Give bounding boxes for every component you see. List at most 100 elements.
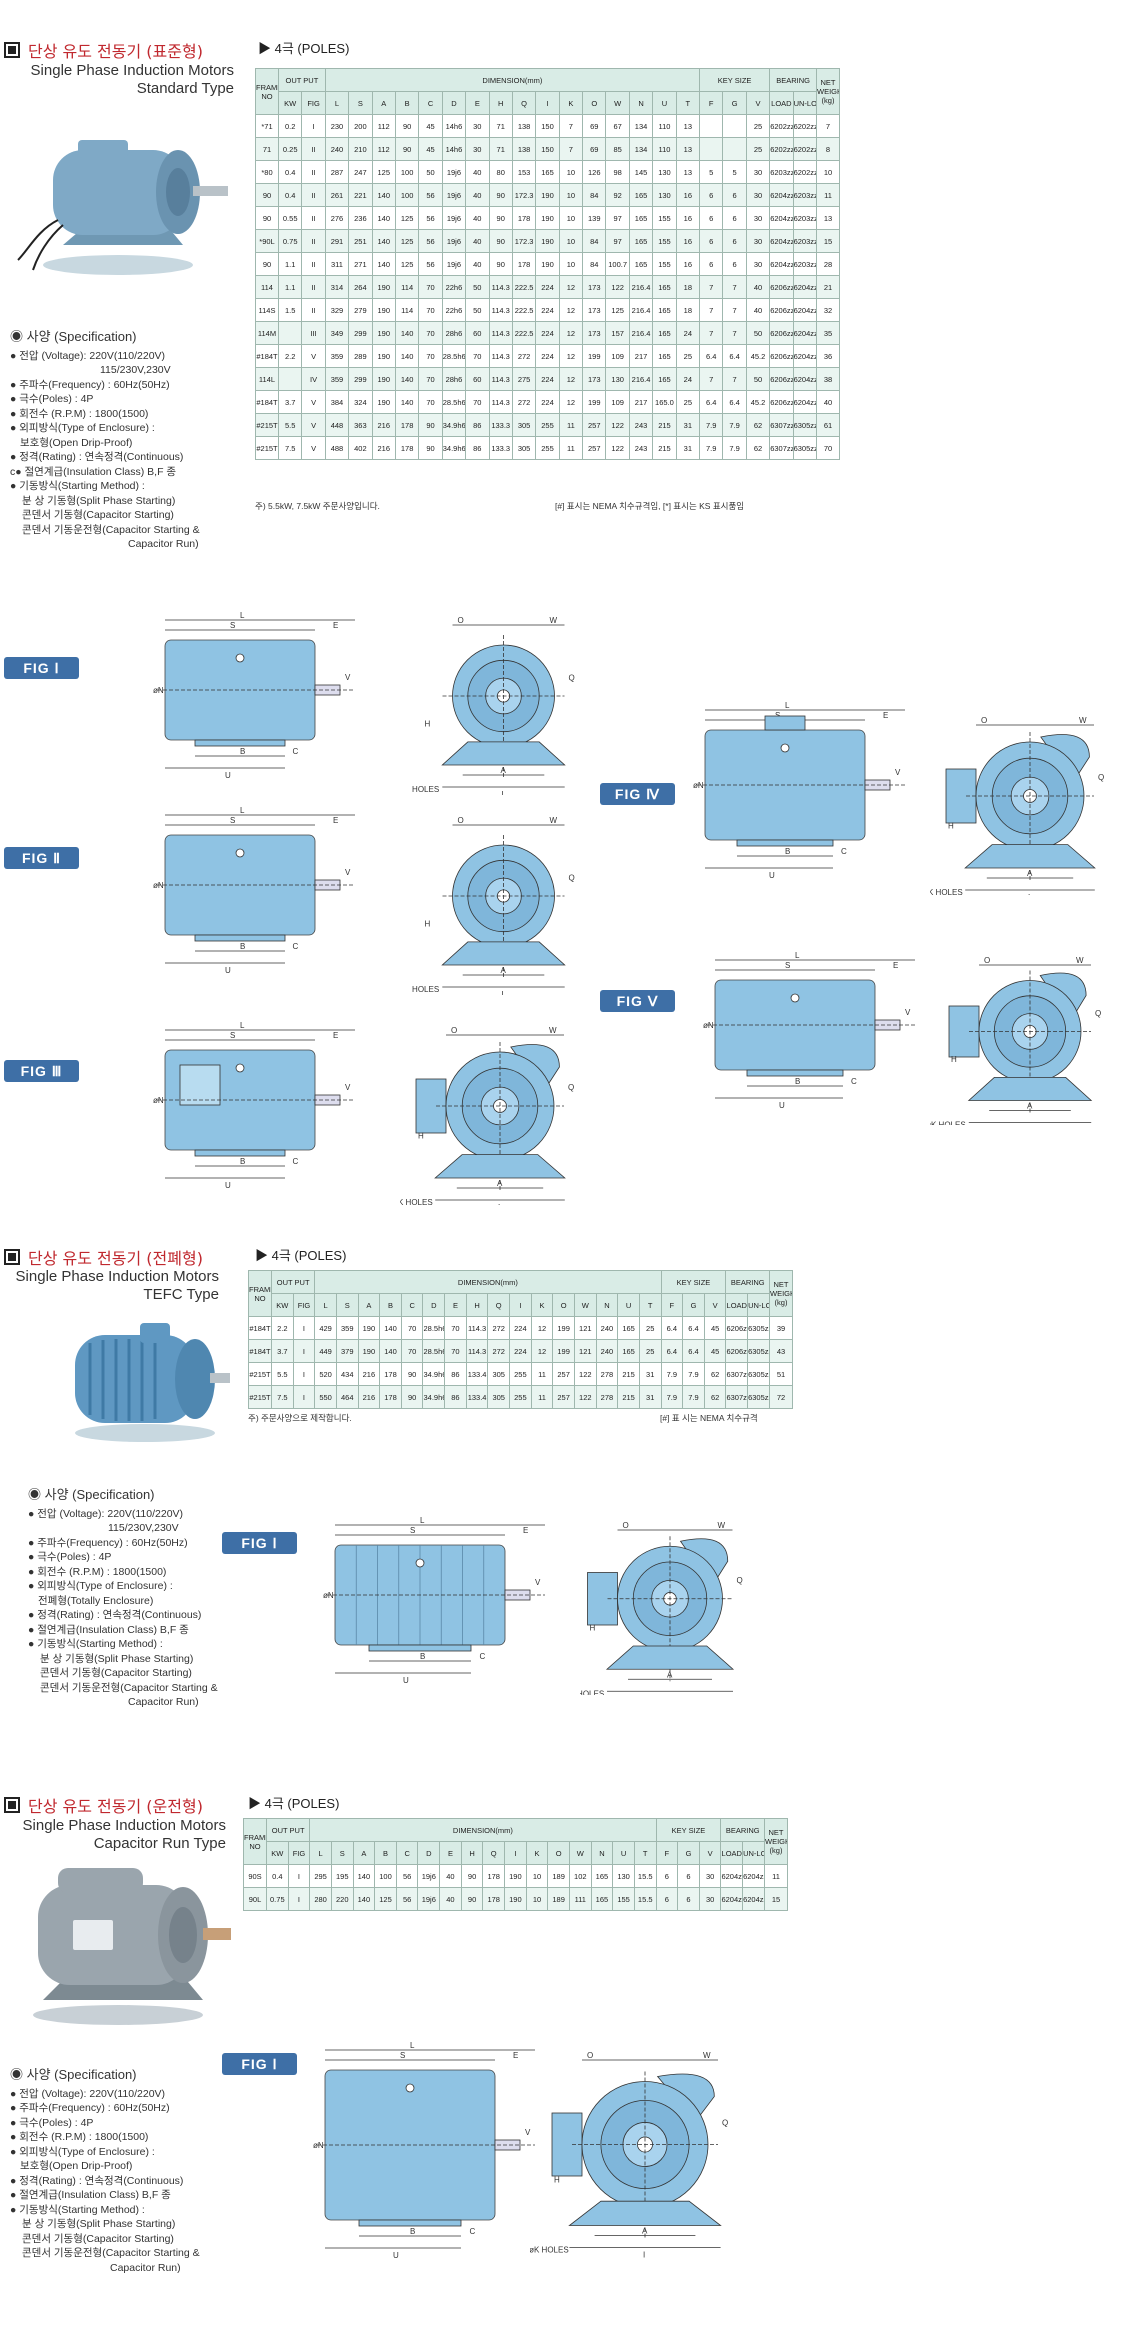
title-en-line1: Single Phase Induction Motors — [30, 62, 234, 79]
table-cell: 45 — [418, 137, 443, 161]
table-cell: 5 — [699, 160, 724, 184]
table-cell: 30 — [465, 137, 490, 161]
table-cell: V — [301, 390, 326, 414]
table-cell: 24 — [675, 321, 701, 345]
table-cell: 488 — [324, 436, 350, 460]
col-header-dim: U — [652, 91, 677, 115]
table-cell: 155 — [652, 229, 677, 253]
table-cell: 190 — [371, 298, 396, 322]
spec-line: 분 상 기동형(Split Phase Starting) — [22, 2218, 176, 2230]
table-cell: 14h6 — [441, 114, 467, 138]
dim-label: V — [525, 2128, 531, 2137]
table-cell: 217 — [628, 390, 654, 414]
table-cell: 110 — [652, 137, 677, 161]
drawing-front-fig3: OWAIHQ4-øK HOLES — [386, 1025, 600, 1212]
dim-label: V — [895, 768, 901, 777]
table-cell: 255 — [535, 413, 560, 437]
col-header-load: LOAD — [725, 1293, 749, 1317]
title-en-line2: Standard Type — [136, 80, 234, 97]
title-en-line2: TEFC Type — [143, 1286, 219, 1303]
table-cell: 138 — [511, 137, 537, 161]
col-header-kw: KW — [271, 1293, 294, 1317]
table-cell: 7 — [722, 367, 747, 391]
dim-label: U — [403, 1676, 409, 1685]
table-cell: 7 — [699, 321, 724, 345]
spec-line: 전폐형(Totally Enclosure) — [38, 1594, 154, 1607]
table-cell: 86 — [444, 1362, 467, 1386]
table-cell: 5.5 — [277, 413, 303, 437]
dim-label: L — [410, 2041, 415, 2050]
table-cell: 100 — [394, 183, 420, 207]
spec-line: ● 극수(Poles) : 4P — [10, 393, 94, 405]
col-header-frame: FRAME NO — [255, 68, 279, 115]
dim-label: Q — [1095, 1009, 1101, 1018]
table-cell: 114 — [394, 275, 420, 299]
table-cell: 30 — [745, 183, 771, 207]
table-cell: 28h6 — [441, 367, 467, 391]
table-cell: 172.3 — [511, 183, 537, 207]
table-cell: 28.5h6 — [441, 344, 467, 368]
dim-label: I — [498, 1203, 500, 1205]
table-cell: 15 — [764, 1887, 788, 1911]
dim-label: I — [502, 990, 504, 995]
table-cell: 6 — [655, 1887, 679, 1911]
dim-label: C — [470, 2227, 476, 2236]
table-cell: 305 — [487, 1385, 511, 1409]
table-cell: 90 — [400, 1385, 424, 1409]
dim-label: L — [420, 1516, 425, 1525]
table-cell: 86 — [444, 1385, 467, 1409]
table-cell: 69 — [582, 137, 607, 161]
table-cell: I — [301, 114, 326, 138]
table-cell: 6203zz — [792, 206, 818, 230]
table-cell: 130 — [652, 160, 677, 184]
dim-label: H — [951, 1055, 957, 1064]
table-cell: 216 — [371, 413, 396, 437]
dim-label: E — [893, 961, 898, 970]
dim-label: B — [420, 1652, 425, 1661]
table-cell: 271 — [348, 252, 373, 276]
dim-label: B — [240, 747, 245, 756]
table-cell: 200 — [348, 114, 373, 138]
dim-label: A — [497, 1179, 503, 1188]
table-cell: 224 — [509, 1339, 532, 1363]
table-cell: 6 — [699, 252, 724, 276]
table-cell: 114.3 — [488, 275, 513, 299]
table-cell: 173 — [582, 321, 607, 345]
table-cell: 178 — [482, 1864, 506, 1888]
table-cell: 449 — [314, 1339, 337, 1363]
col-header-weight: NET WEIGHT (kg) — [764, 1818, 788, 1865]
dim-label: B — [785, 847, 790, 856]
dim-label: C — [841, 847, 847, 856]
spec-line: 콘덴서 기동형(Capacitor Starting) — [22, 2232, 174, 2245]
table-cell: 6305zz — [792, 413, 818, 437]
table-cell: 0.25 — [277, 137, 303, 161]
dim-label: Q — [569, 874, 575, 883]
spec-line: ● 절연계급(Insulation Class) B,F 종 — [28, 1623, 189, 1636]
table-cell: 199 — [552, 1339, 575, 1363]
table-cell: 190 — [357, 1339, 381, 1363]
table-cell: 43 — [769, 1339, 793, 1363]
dim-label: C — [293, 747, 299, 756]
table-cell: 125 — [374, 1887, 397, 1911]
table-cell: 12 — [558, 298, 584, 322]
table-cell: 12 — [530, 1316, 554, 1340]
table-cell: 257 — [582, 413, 607, 437]
spec-list-standard: ◉ 사양 (Specification) ● 전압 (Voltage): 220… — [10, 329, 240, 552]
table-cell: 56 — [418, 206, 443, 230]
dim-label: V — [905, 1008, 911, 1017]
col-header-weight: NET WEIGHT (kg) — [769, 1270, 793, 1317]
table-cell: 45.2 — [745, 344, 771, 368]
dim-label: V — [345, 868, 351, 877]
table-cell: 7.9 — [660, 1362, 684, 1386]
table-cell: 28.5h6 — [422, 1316, 446, 1340]
col-header-frame: FRAME NO — [248, 1270, 272, 1317]
table-cell: 11 — [530, 1362, 554, 1386]
table-cell: 80 — [488, 160, 513, 184]
col-header-dim: U — [612, 1841, 635, 1865]
table-cell: 224 — [535, 390, 560, 414]
table-cell: 6.4 — [722, 344, 747, 368]
